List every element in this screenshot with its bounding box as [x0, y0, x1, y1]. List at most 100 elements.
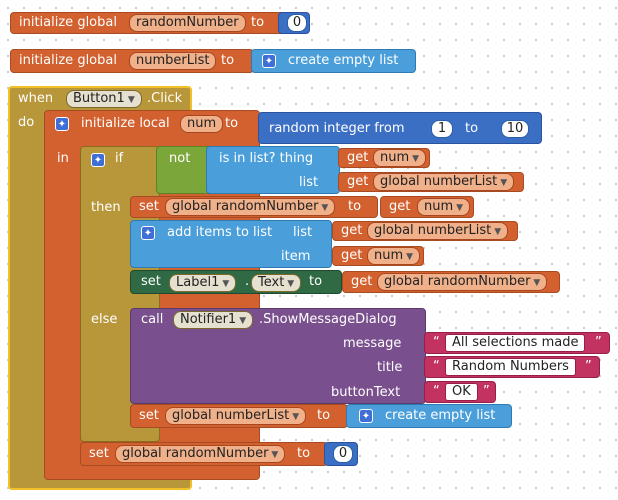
from-number-field[interactable]: 1	[431, 120, 453, 138]
not-label: not	[169, 151, 191, 166]
add-items-label: add items to list	[167, 225, 273, 240]
add-items-to-list-block[interactable]: ✦ add items to list list item	[130, 220, 332, 268]
init-global-randomnumber-block[interactable]: initialize global randomNumber to	[10, 12, 308, 34]
number-block[interactable]: 0	[324, 442, 358, 466]
text-field[interactable]: Random Numbers	[445, 358, 576, 376]
title-text-block[interactable]: “ Random Numbers ”	[424, 356, 600, 378]
gear-icon[interactable]: ✦	[91, 153, 105, 167]
local-var-field[interactable]: num	[180, 115, 224, 133]
gear-icon[interactable]: ✦	[55, 117, 69, 131]
is-in-list-block[interactable]: is in list? thing list	[206, 146, 340, 194]
get-label: get	[351, 274, 373, 289]
get-var-dropdown[interactable]: global numberList▼	[373, 173, 515, 191]
gear-icon[interactable]: ✦	[141, 226, 155, 240]
set-randomnumber-zero-block[interactable]: set global randomNumber▼ to	[80, 442, 328, 466]
to-label: to	[465, 121, 479, 136]
init-label: initialize global	[19, 15, 117, 30]
component-dropdown[interactable]: Label1▼	[169, 274, 237, 292]
component-dropdown[interactable]: Notifier1▼	[173, 311, 254, 329]
set-label: set	[139, 199, 159, 214]
var-name-field[interactable]: numberList	[129, 52, 217, 70]
to-label: to	[348, 199, 362, 214]
to-label: to	[317, 408, 331, 423]
get-label: get	[347, 174, 369, 189]
get-num-block[interactable]: get num▼	[380, 196, 474, 218]
create-empty-list-label: create empty list	[288, 53, 399, 68]
message-text-block[interactable]: “ All selections made ”	[424, 332, 610, 354]
create-empty-list-block[interactable]: ✦ create empty list	[346, 404, 512, 428]
get-var-dropdown[interactable]: num▼	[367, 247, 421, 265]
set-var-dropdown[interactable]: global randomNumber▼	[115, 445, 286, 463]
get-numberlist-block[interactable]: get global numberList▼	[332, 221, 518, 241]
list-label: list	[299, 175, 319, 190]
close-quote: ”	[483, 384, 490, 399]
set-randomnumber-block[interactable]: set global randomNumber▼ to	[130, 196, 378, 218]
is-in-list-label: is in list? thing	[219, 151, 314, 166]
get-var-dropdown[interactable]: num▼	[417, 198, 471, 216]
else-label: else	[91, 312, 118, 327]
then-label: then	[91, 200, 121, 215]
to-label: to	[221, 53, 235, 68]
buttontext-arg-label: buttonText	[331, 385, 401, 400]
set-var-dropdown[interactable]: global numberList▼	[165, 407, 307, 425]
get-var-dropdown[interactable]: global randomNumber▼	[377, 273, 548, 291]
create-empty-list-block[interactable]: ✦ create empty list	[251, 49, 416, 73]
open-quote: “	[433, 384, 440, 399]
close-quote: ”	[595, 335, 602, 350]
set-label: set	[141, 274, 161, 289]
get-label: get	[347, 150, 369, 165]
when-label: when	[18, 91, 54, 106]
in-label: in	[57, 151, 69, 166]
gear-icon[interactable]: ✦	[262, 54, 276, 68]
var-name-field[interactable]: randomNumber	[129, 14, 246, 32]
set-label-text-block[interactable]: set Label1▼ . Text▼ to	[130, 270, 342, 294]
not-block[interactable]: not	[156, 146, 214, 194]
do-label: do	[18, 115, 35, 130]
open-quote: “	[433, 359, 440, 374]
open-quote: “	[433, 335, 440, 350]
text-field[interactable]: OK	[445, 383, 478, 401]
get-label: get	[341, 223, 363, 238]
item-label: item	[281, 249, 311, 264]
to-number-field[interactable]: 10	[501, 120, 529, 138]
message-arg-label: message	[343, 336, 402, 351]
call-notifier-block[interactable]: call Notifier1▼ .ShowMessageDialog messa…	[130, 308, 426, 404]
set-numberlist-block[interactable]: set global numberList▼ to	[130, 404, 348, 428]
get-numberlist-block[interactable]: get global numberList▼	[338, 172, 524, 192]
init-local-label: initialize local	[81, 116, 170, 131]
create-empty-list-label: create empty list	[385, 408, 496, 423]
set-var-dropdown[interactable]: global randomNumber▼	[165, 198, 336, 216]
number-field[interactable]: 0	[333, 445, 353, 463]
random-integer-block[interactable]: random integer from 1 to 10	[258, 112, 542, 144]
get-var-dropdown[interactable]: global numberList▼	[367, 222, 509, 240]
text-field[interactable]: All selections made	[445, 334, 586, 352]
if-label: if	[115, 151, 124, 166]
get-label: get	[341, 248, 363, 263]
set-label: set	[139, 408, 159, 423]
number-field[interactable]: 0	[287, 14, 307, 32]
call-label: call	[141, 312, 164, 327]
component-dropdown[interactable]: Button1▼	[66, 90, 142, 108]
property-dropdown[interactable]: Text▼	[251, 274, 302, 292]
get-label: get	[389, 199, 411, 214]
dot-label: .	[245, 274, 250, 289]
random-integer-label: random integer from	[269, 121, 405, 136]
get-var-dropdown[interactable]: num▼	[373, 149, 427, 167]
get-num-block[interactable]: get num▼	[338, 148, 430, 168]
set-label: set	[89, 446, 109, 461]
title-arg-label: title	[377, 360, 403, 375]
number-block[interactable]: 0	[278, 12, 310, 34]
get-num-block[interactable]: get num▼	[332, 246, 424, 266]
init-global-numberlist-block[interactable]: initialize global numberList to	[10, 49, 254, 73]
button-text-block[interactable]: “ OK ”	[424, 381, 496, 403]
close-quote: ”	[585, 359, 592, 374]
init-label: initialize global	[19, 53, 117, 68]
gear-icon[interactable]: ✦	[359, 409, 373, 423]
to-label: to	[309, 274, 323, 289]
to-label: to	[297, 446, 311, 461]
event-name-label: .Click	[147, 91, 183, 106]
method-label: .ShowMessageDialog	[259, 312, 397, 327]
to-label: to	[225, 116, 239, 131]
list-label: list	[293, 225, 313, 240]
get-randomnumber-block[interactable]: get global randomNumber▼	[342, 271, 560, 293]
